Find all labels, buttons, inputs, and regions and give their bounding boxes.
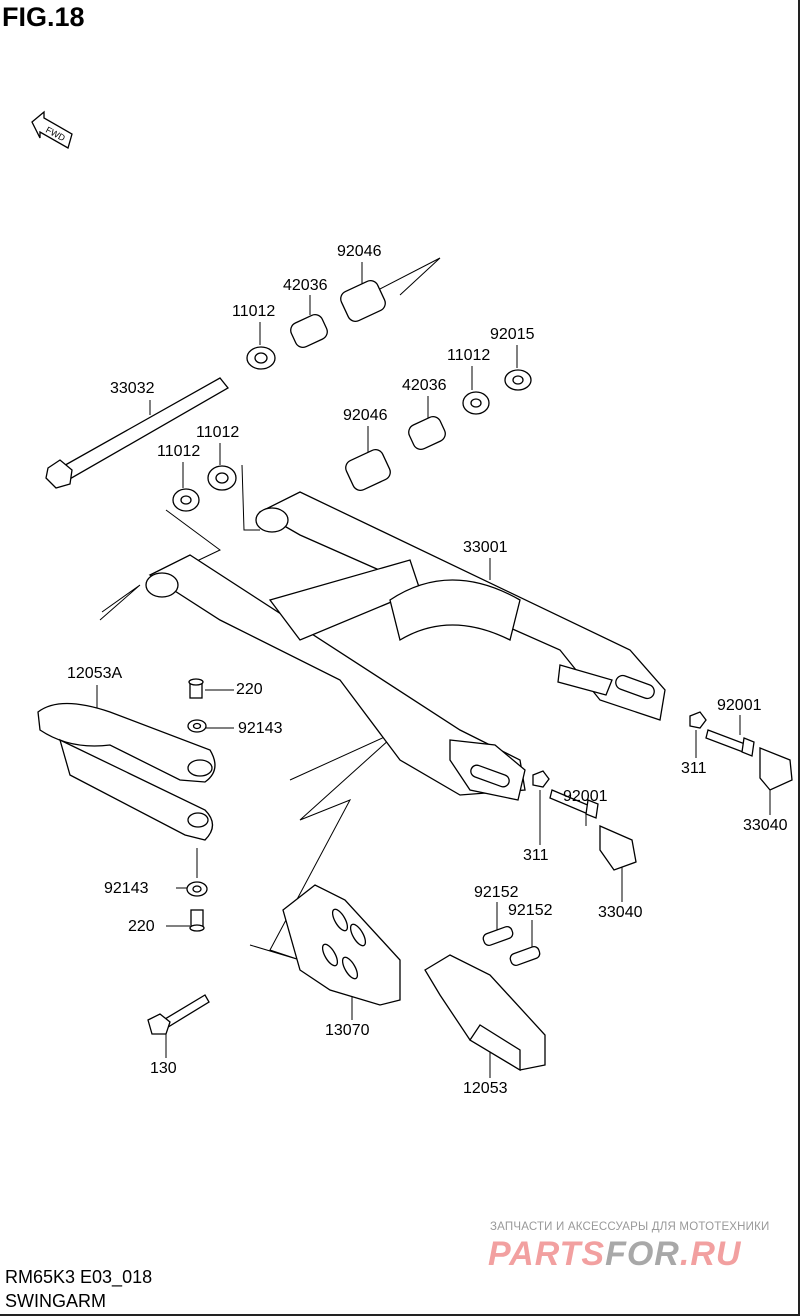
chain-slider-12053A bbox=[37, 702, 216, 841]
chain-guide-plate-13070 bbox=[282, 884, 401, 1006]
section-name: SWINGARM bbox=[5, 1291, 106, 1311]
figure-title: FIG.18 bbox=[2, 2, 85, 32]
watermark-subtitle: ЗАПЧАСТИ И АКСЕССУАРЫ ДЛЯ МОТОТЕХНИКИ bbox=[490, 1221, 770, 1233]
callout-220[interactable]: 220 bbox=[236, 681, 263, 698]
callout-11012[interactable]: 11012 bbox=[447, 347, 491, 364]
watermark-logo-part: .RU bbox=[679, 1235, 742, 1273]
callout-33040[interactable]: 33040 bbox=[743, 817, 788, 834]
watermark-logo-part: PARTS bbox=[488, 1235, 606, 1273]
model-code: RM65K3 E03_018 bbox=[5, 1267, 153, 1287]
callout-92143[interactable]: 92143 bbox=[104, 880, 149, 897]
chain-guide-12053 bbox=[424, 954, 546, 1072]
callout-12053A[interactable]: 12053A bbox=[67, 665, 123, 682]
swingarm-33001 bbox=[145, 491, 666, 801]
callout-92143[interactable]: 92143 bbox=[238, 720, 283, 737]
callout-92001[interactable]: 92001 bbox=[563, 788, 608, 805]
callout-33040[interactable]: 33040 bbox=[598, 904, 643, 921]
callout-11012[interactable]: 11012 bbox=[196, 424, 240, 441]
callout-33001[interactable]: 33001 bbox=[463, 539, 508, 556]
callout-92152[interactable]: 92152 bbox=[508, 902, 553, 919]
callout-11012[interactable]: 11012 bbox=[232, 303, 276, 320]
callout-92046[interactable]: 92046 bbox=[343, 407, 388, 424]
watermark-logo-part: FOR bbox=[605, 1235, 680, 1273]
callout-311[interactable]: 311 bbox=[681, 760, 707, 777]
pivot-axle-33032 bbox=[45, 377, 229, 489]
callout-220[interactable]: 220 bbox=[128, 918, 155, 935]
watermark-logo: PARTSFOR.RU bbox=[488, 1235, 741, 1274]
callout-33032[interactable]: 33032 bbox=[110, 380, 155, 397]
callout-92152[interactable]: 92152 bbox=[474, 884, 519, 901]
callout-92015[interactable]: 92015 bbox=[490, 326, 535, 343]
callout-11012[interactable]: 11012 bbox=[157, 443, 201, 460]
callout-92001[interactable]: 92001 bbox=[717, 697, 762, 714]
callout-92046[interactable]: 92046 bbox=[337, 243, 382, 260]
callout-42036[interactable]: 42036 bbox=[402, 377, 447, 394]
fwd-arrow-icon: FWD bbox=[31, 110, 73, 149]
callout-130[interactable]: 130 bbox=[150, 1060, 177, 1077]
callout-42036[interactable]: 42036 bbox=[283, 277, 328, 294]
callout-311[interactable]: 311 bbox=[523, 847, 549, 864]
callout-13070[interactable]: 13070 bbox=[325, 1022, 370, 1039]
callout-12053[interactable]: 12053 bbox=[463, 1080, 508, 1097]
